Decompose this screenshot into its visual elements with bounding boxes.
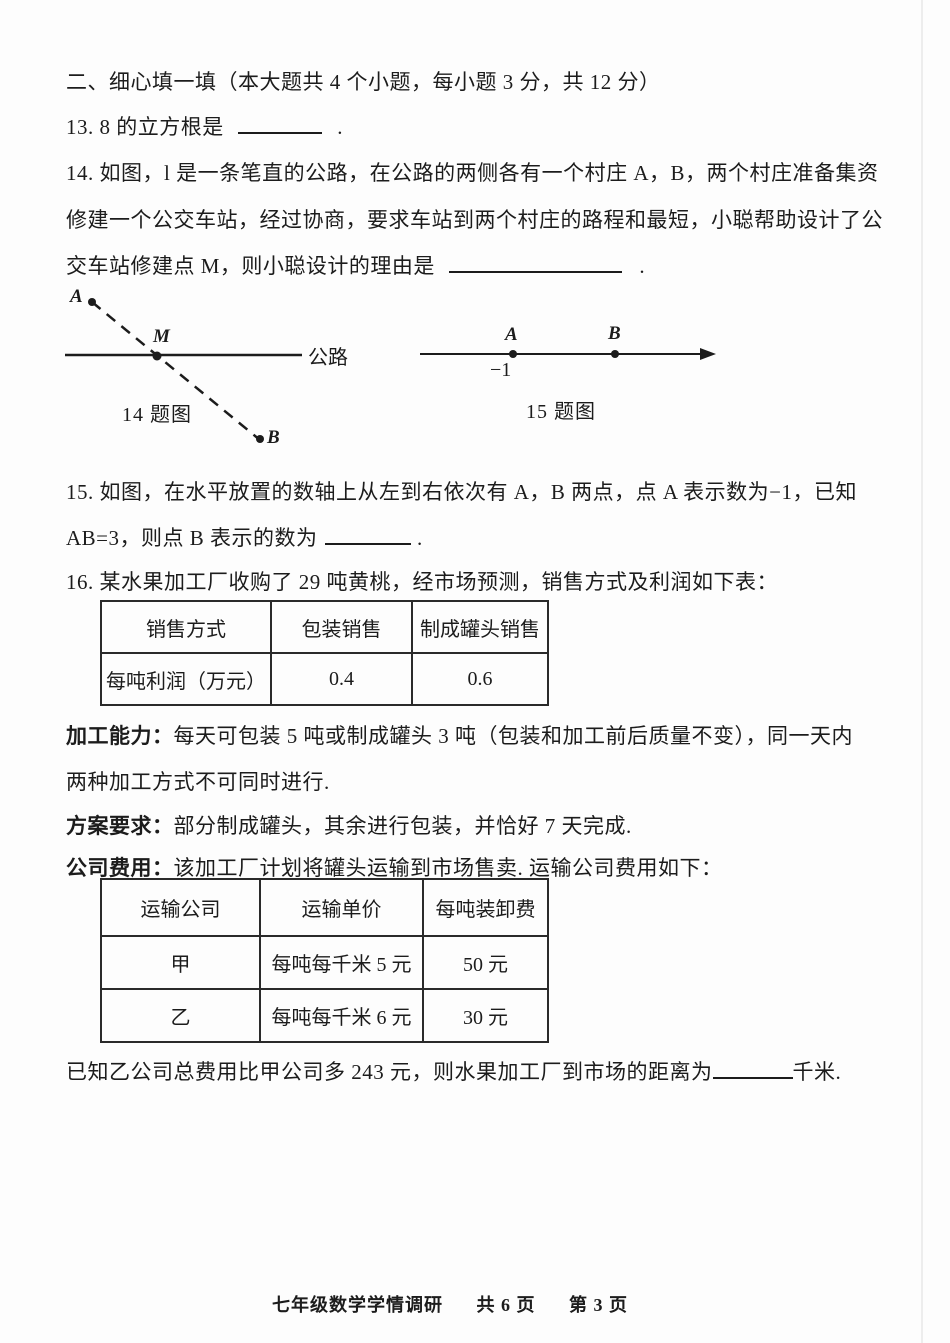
- number-line-arrowhead: [700, 348, 716, 360]
- transport-table-row: 甲 每吨每千米 5 元 50 元: [100, 935, 549, 990]
- question-15-period: .: [417, 526, 423, 550]
- plan-text: 部分制成罐头，其余进行包装，并恰好 7 天完成.: [173, 814, 632, 838]
- profit-table-header-cell: 制成罐头销售: [411, 600, 549, 654]
- transport-table-cell: 30 元: [422, 988, 549, 1043]
- profit-table-cell: 0.6: [411, 652, 549, 706]
- scan-artifact-line: [921, 0, 923, 1343]
- path-a-to-b-dashed-line: [91, 301, 261, 441]
- figure-q14: A M 公路 B 14 题图: [60, 286, 420, 463]
- figure-q15-drawing: [420, 348, 716, 360]
- question-14-period: .: [639, 254, 646, 278]
- answer-blank-q13: [237, 114, 322, 134]
- profit-table-cell: 每吨利润（万元）: [100, 652, 272, 706]
- figure-q15: A B −1 15 题图: [418, 323, 728, 430]
- figure-q14-caption: 14 题图: [122, 404, 192, 426]
- road-label: 公路: [308, 347, 348, 369]
- company-fee-label: 公司费用：: [66, 857, 174, 880]
- question-16-final-unit: 千米.: [792, 1060, 842, 1084]
- question-13: 13. 8 的立方根是 .: [66, 111, 343, 141]
- question-14-line1: 14. 如图，l 是一条笔直的公路，在公路的两侧各有一个村庄 A，B，两个村庄准…: [66, 161, 879, 185]
- transport-table-header-cell: 每吨装卸费: [422, 878, 549, 937]
- company-fee-text: 该加工厂计划将罐头运输到市场售卖. 运输公司费用如下：: [173, 856, 723, 880]
- transport-table-header-row: 运输公司 运输单价 每吨装卸费: [100, 878, 549, 937]
- question-15-line1: 15. 如图，在水平放置的数轴上从左到右依次有 A，B 两点，点 A 表示数为−…: [66, 480, 858, 504]
- answer-blank-q15: [325, 525, 412, 545]
- question-14-line3: 交车站修建点 M，则小聪设计的理由是 .: [66, 250, 645, 280]
- point-b-label: B: [267, 427, 280, 448]
- profit-table-header-cell: 销售方式: [100, 600, 272, 654]
- footer-title: 七年级数学学情调研: [272, 1295, 443, 1315]
- transport-table-row: 乙 每吨每千米 6 元 30 元: [100, 988, 549, 1043]
- capacity-text: 每天可包装 5 吨或制成罐头 3 吨（包装和加工前后质量不变），同一天内: [173, 724, 853, 748]
- transport-table-header-cell: 运输公司: [100, 878, 261, 937]
- point-b-dot: [256, 435, 264, 443]
- question-15-line2: AB=3，则点 B 表示的数为 .: [66, 522, 423, 552]
- capacity-paragraph-line1: 加工能力：每天可包装 5 吨或制成罐头 3 吨（包装和加工前后质量不变），同一天…: [66, 720, 853, 750]
- point-m-label: M: [153, 326, 170, 347]
- question-14-line2: 修建一个公交车站，经过协商，要求车站到两个村庄的路程和最短，小聪帮助设计了公: [66, 208, 883, 232]
- figure-q14-drawing: [65, 298, 302, 443]
- page-footer: 七年级数学学情调研 共 6 页 第 3 页: [0, 1291, 900, 1317]
- point-m-dot: [152, 351, 162, 361]
- transport-table-cell: 50 元: [422, 935, 549, 990]
- question-16-final: 已知乙公司总费用比甲公司多 243 元，则水果加工厂到市场的距离为 千米.: [66, 1056, 841, 1086]
- capacity-paragraph-line2: 两种加工方式不可同时进行.: [66, 770, 330, 794]
- transport-table-cell: 每吨每千米 6 元: [259, 988, 424, 1043]
- question-13-text: 13. 8 的立方根是: [66, 115, 224, 139]
- profit-table-row: 每吨利润（万元） 0.4 0.6: [100, 652, 549, 706]
- transport-table-header-cell: 运输单价: [259, 878, 424, 937]
- capacity-label: 加工能力：: [66, 725, 174, 748]
- transport-table: 运输公司 运输单价 每吨装卸费 甲 每吨每千米 5 元 50 元 乙 每吨每千米…: [100, 878, 549, 1043]
- answer-blank-q16: [712, 1059, 793, 1079]
- transport-table-cell: 甲: [100, 935, 261, 990]
- question-14-line3-text: 交车站修建点 M，则小聪设计的理由是: [66, 254, 435, 278]
- profit-table-header-row: 销售方式 包装销售 制成罐头销售: [100, 600, 549, 654]
- footer-page-number: 第 3 页: [569, 1295, 628, 1315]
- section-header: 二、细心填一填（本大题共 4 个小题，每小题 3 分，共 12 分）: [66, 70, 661, 94]
- transport-table-cell: 每吨每千米 5 元: [259, 935, 424, 990]
- point-a-label: A: [505, 324, 518, 345]
- point-b-dot: [611, 350, 619, 358]
- company-fee-paragraph: 公司费用：该加工厂计划将罐头运输到市场售卖. 运输公司费用如下：: [66, 852, 723, 882]
- point-a-dot: [88, 298, 96, 306]
- question-13-period: .: [337, 115, 343, 139]
- question-16-final-text: 已知乙公司总费用比甲公司多 243 元，则水果加工厂到市场的距离为: [66, 1060, 713, 1084]
- profit-table-header-cell: 包装销售: [270, 600, 413, 654]
- transport-table-cell: 乙: [100, 988, 261, 1043]
- footer-total-pages: 共 6 页: [476, 1295, 536, 1315]
- answer-blank-q14: [448, 253, 622, 273]
- plan-label: 方案要求：: [66, 815, 174, 838]
- figure-q15-caption: 15 题图: [526, 401, 596, 423]
- tick-label-minus-1: −1: [490, 359, 512, 381]
- question-16-intro: 16. 某水果加工厂收购了 29 吨黄桃，经市场预测，销售方式及利润如下表：: [66, 570, 778, 594]
- point-a-dot: [509, 350, 517, 358]
- point-a-label: A: [70, 286, 83, 307]
- plan-paragraph: 方案要求：部分制成罐头，其余进行包装，并恰好 7 天完成.: [66, 810, 632, 840]
- profit-table-cell: 0.4: [270, 652, 413, 706]
- point-b-label: B: [608, 323, 621, 344]
- question-15-line2-text: AB=3，则点 B 表示的数为: [66, 526, 318, 550]
- profit-table: 销售方式 包装销售 制成罐头销售 每吨利润（万元） 0.4 0.6: [100, 600, 549, 706]
